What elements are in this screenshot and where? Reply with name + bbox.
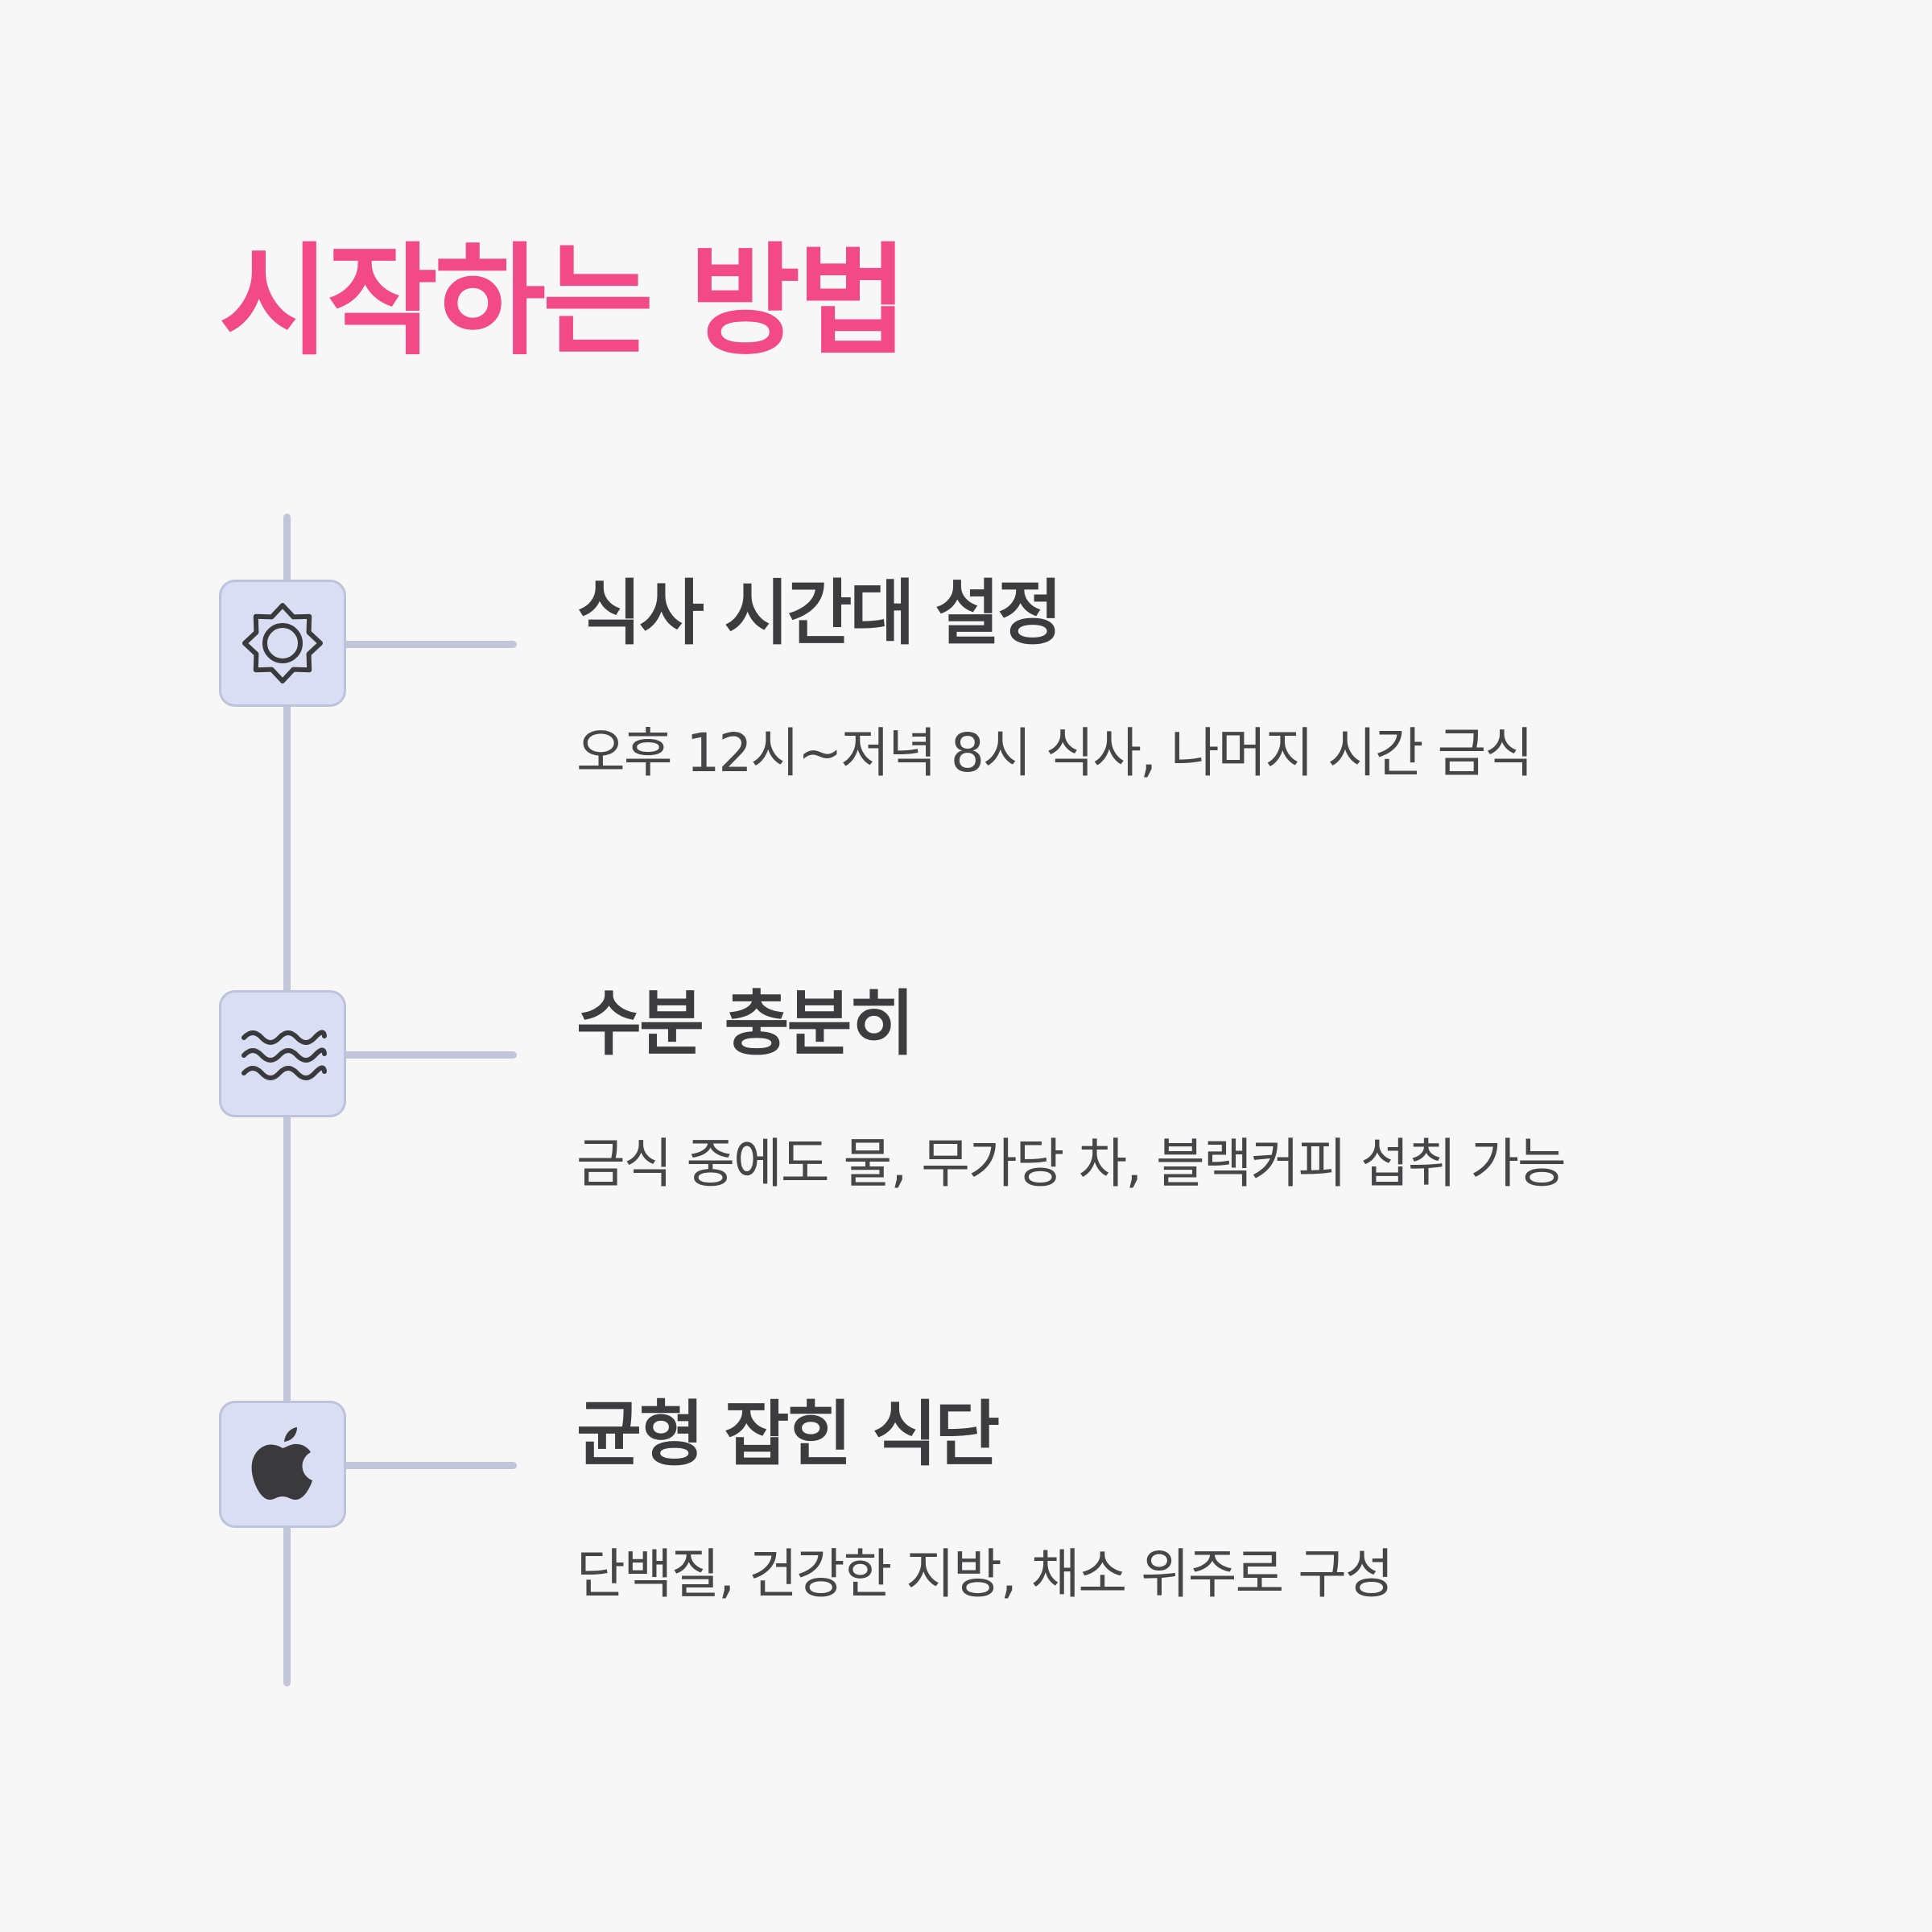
step-title: 수분 충분히 — [576, 982, 914, 1065]
step-icon-box — [219, 990, 346, 1117]
sun-icon — [242, 603, 323, 683]
step-description: 오후 12시~저녁 8시 식사, 나머지 시간 금식 — [576, 722, 1534, 784]
step-description: 단백질, 건강한 지방, 채소 위주로 구성 — [576, 1543, 1394, 1605]
step-title: 균형 잡힌 식단 — [576, 1393, 1000, 1476]
step-title: 식사 시간대 설정 — [576, 572, 1063, 654]
step-icon-box — [219, 1401, 346, 1528]
timeline-connector — [338, 1051, 517, 1059]
timeline-connector — [338, 641, 517, 648]
step-icon-box — [219, 580, 346, 707]
page-title: 시작하는 방법 — [219, 232, 908, 372]
apple-icon — [251, 1427, 312, 1500]
timeline-connector — [338, 1462, 517, 1469]
water-waves-icon — [242, 1030, 327, 1080]
step-description: 금식 중에도 물, 무가당 차, 블랙커피 섭취 가능 — [576, 1133, 1567, 1195]
